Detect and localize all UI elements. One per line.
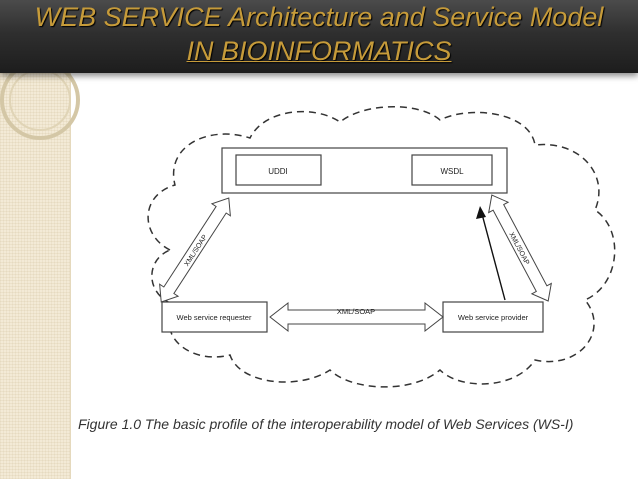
- title-bar: WEB SERVICE Architecture and Service Mod…: [0, 0, 638, 73]
- ws-architecture-diagram: UDDI WSDL Web service requester Web serv…: [147, 106, 616, 388]
- slide-title-line1: WEB SERVICE Architecture and Service Mod…: [34, 2, 604, 32]
- uddi-label: UDDI: [268, 167, 288, 176]
- uddi-box: [235, 154, 322, 186]
- publish-arrowhead: [476, 206, 486, 219]
- publish-arrow: [481, 213, 506, 301]
- left-decorative-strip: [0, 0, 71, 479]
- slide-title-line2: IN BIOINFORMATICS: [186, 36, 452, 66]
- decorative-rings: [0, 60, 80, 140]
- requester-label: Web service requester: [177, 313, 252, 322]
- left-xml-soap-arrow: [159, 197, 231, 303]
- provider-box: [442, 301, 544, 333]
- bottom-arrow-label: XML/SOAP: [337, 307, 375, 316]
- wsdl-label: WSDL: [440, 167, 464, 176]
- bottom-xml-soap-arrow: [269, 301, 444, 333]
- figure-caption: Figure 1.0 The basic profile of the inte…: [78, 416, 574, 432]
- wsdl-box: [411, 154, 493, 186]
- requester-box: [161, 301, 268, 333]
- cloud-outline: [147, 106, 616, 388]
- provider-label: Web service provider: [458, 313, 529, 322]
- right-xml-soap-arrow: [488, 194, 552, 302]
